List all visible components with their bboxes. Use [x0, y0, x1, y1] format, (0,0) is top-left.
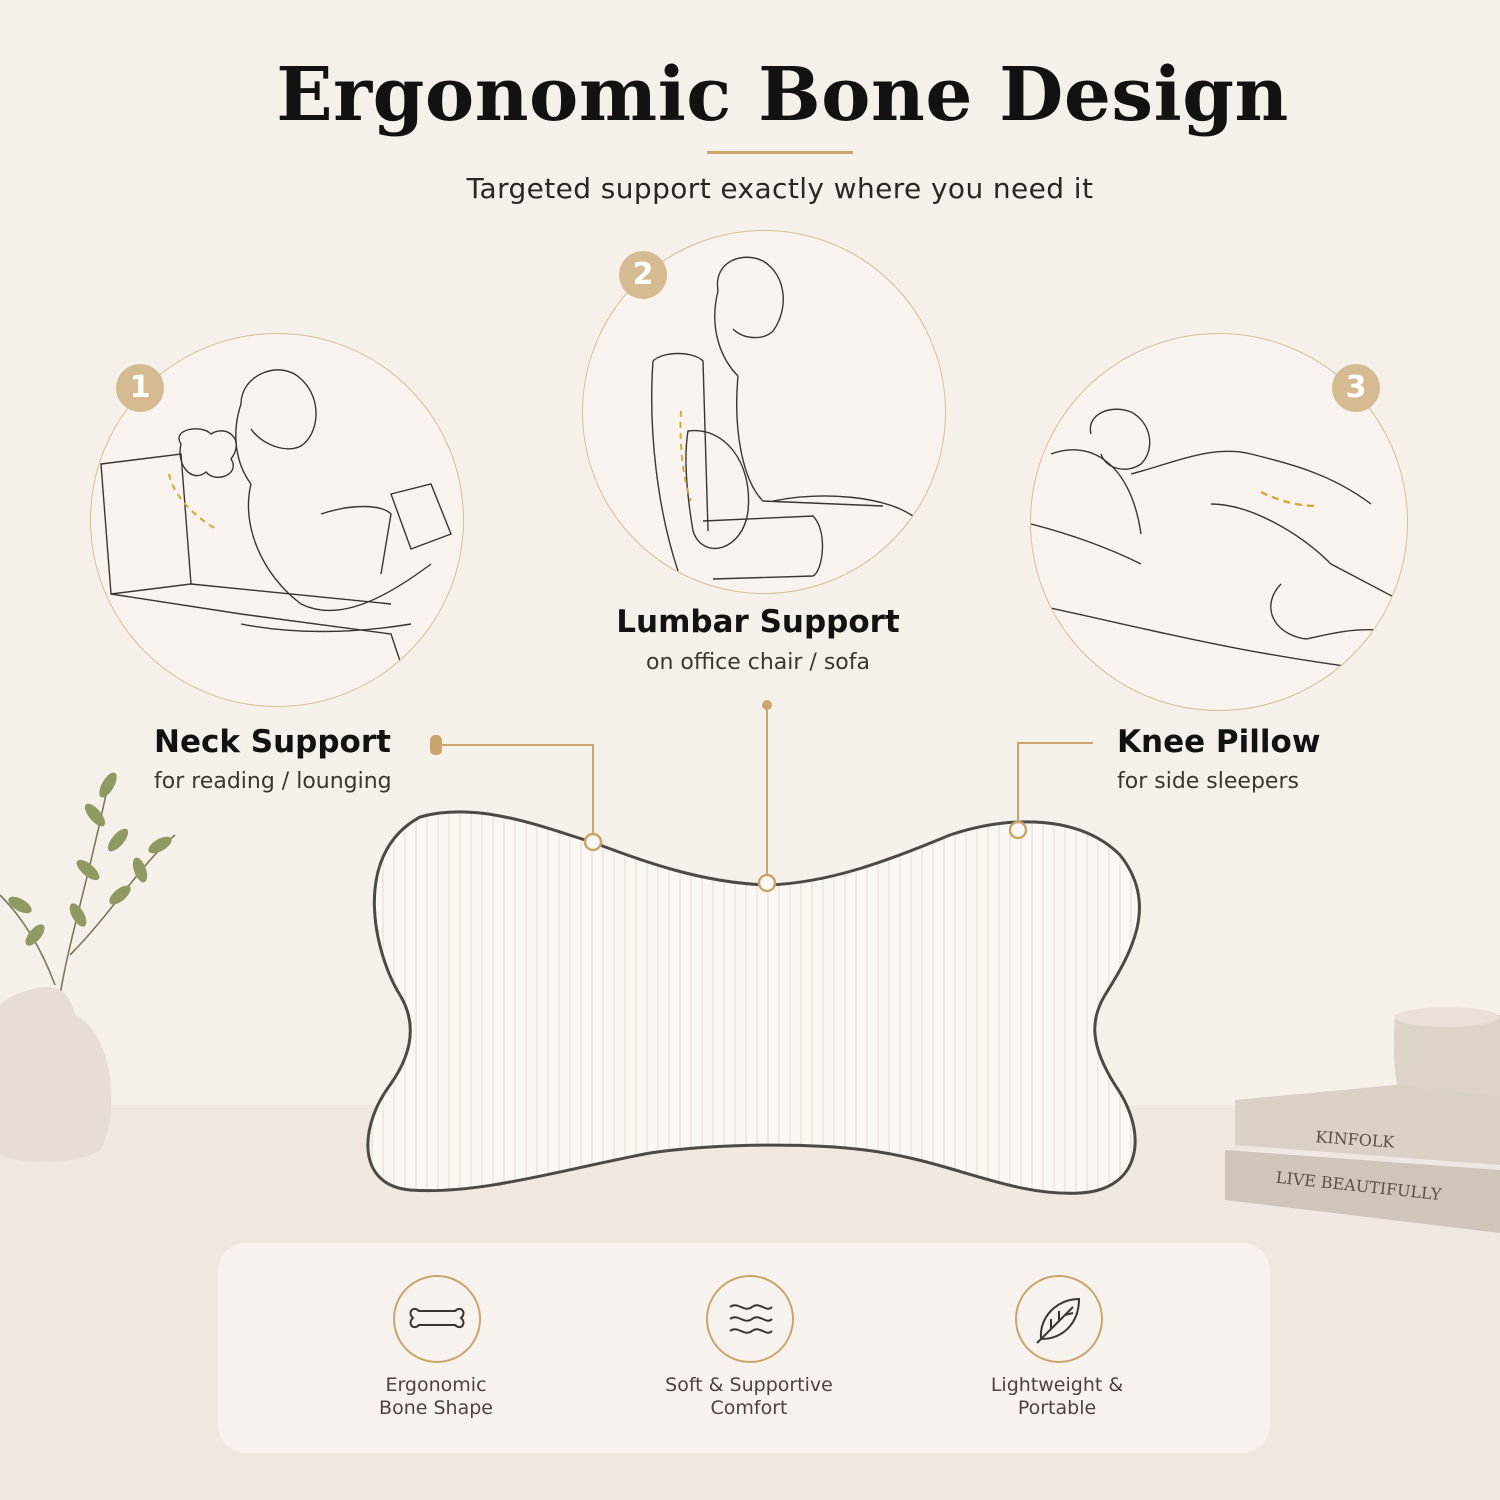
neck-support-illustration [90, 333, 464, 707]
highlight-label-bone: Ergonomic Bone Shape [379, 1374, 493, 1419]
bone-pillow [366, 810, 1141, 1195]
leaf-icon [1015, 1275, 1103, 1363]
waves-icon [706, 1275, 794, 1363]
highlight-label-comfort: Soft & Supportive Comfort [665, 1374, 833, 1419]
knee-pillow-illustration [1030, 333, 1408, 711]
neck-support-title: Neck Support [154, 724, 391, 760]
step-badge-1: 1 [116, 364, 164, 412]
step-badge-2: 2 [619, 251, 667, 299]
bone-icon [393, 1275, 481, 1363]
page-title: Ergonomic Bone Design [276, 52, 1289, 138]
neck-support-subtitle: for reading / lounging [154, 769, 392, 794]
knee-pillow-title: Knee Pillow [1117, 724, 1321, 760]
title-divider [707, 151, 853, 154]
page-subtitle: Targeted support exactly where you need … [466, 172, 1094, 205]
callout-leaders [430, 700, 1093, 893]
highlight-label-portable: Lightweight & Portable [990, 1374, 1124, 1419]
knee-pillow-subtitle: for side sleepers [1117, 769, 1299, 794]
lumbar-support-title: Lumbar Support [616, 604, 900, 640]
plant-decoration [0, 772, 176, 1162]
step-badge-3: 3 [1332, 364, 1380, 412]
books-and-cup-decoration: KINFOLK LIVE BEAUTIFULLY [1225, 1007, 1500, 1233]
lumbar-support-subtitle: on office chair / sofa [646, 650, 870, 675]
